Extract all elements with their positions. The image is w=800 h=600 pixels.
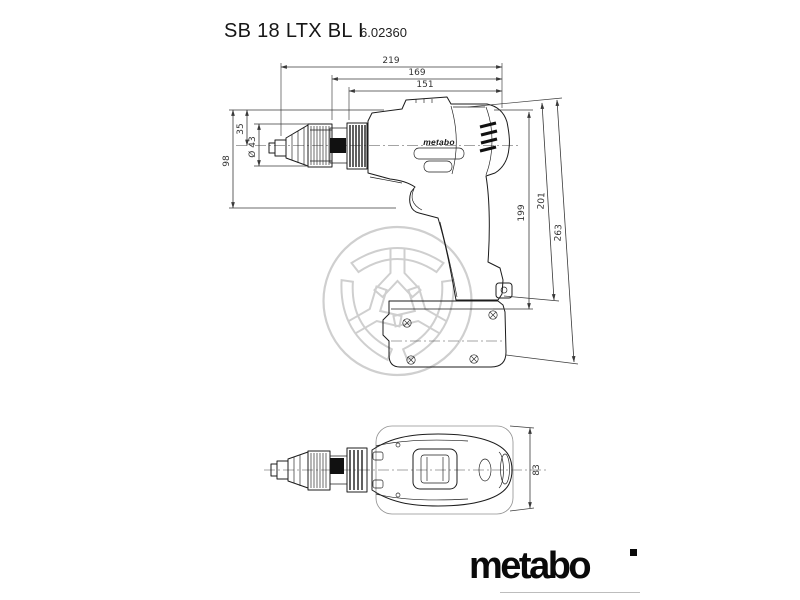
vent-slots — [479, 121, 498, 153]
dim-83: 83 — [528, 427, 542, 509]
top-view — [264, 425, 548, 515]
dim-label-201: 201 — [536, 192, 547, 210]
metabo-logo-text: metabo — [469, 545, 592, 587]
dim-219: 219 — [280, 56, 503, 69]
watermark-claw-top — [350, 247, 445, 299]
battery-screws — [402, 310, 498, 365]
drill-body: metabo — [367, 96, 513, 301]
dim-label-219: 219 — [382, 56, 399, 66]
belt-hook — [495, 282, 513, 299]
dim-199: 199 — [517, 111, 531, 310]
page-title: SB 18 LTX BL I — [224, 20, 364, 42]
battery-footprint — [375, 425, 514, 515]
dim-label-diameter-43: Ø 43 — [247, 136, 258, 157]
top-view-body — [371, 433, 513, 507]
top-view-chuck — [270, 447, 368, 493]
torque-collar — [346, 122, 368, 170]
battery-pack — [382, 300, 507, 368]
dim-169: 169 — [331, 68, 503, 81]
battery-release — [412, 448, 458, 490]
dim-label-169: 169 — [408, 68, 425, 78]
dim-35: 35 — [236, 109, 249, 146]
dim-label-98: 98 — [222, 155, 232, 167]
trigger-contour — [411, 188, 423, 211]
metabo-logo-square-mark — [630, 549, 637, 556]
dim-151: 151 — [348, 80, 503, 93]
metabo-logo: metabo — [469, 545, 637, 587]
dimension-annotations: 219 169 151 98 35 — [222, 56, 579, 512]
dim-201: 201 — [536, 102, 556, 301]
dim-label-35: 35 — [236, 123, 246, 134]
dim-label-199: 199 — [517, 204, 527, 221]
side-view: metabo — [236, 96, 520, 368]
bit-holder — [330, 138, 346, 153]
body-brand-label: metabo — [423, 137, 454, 147]
logo-underline — [500, 592, 640, 593]
article-number: 6.02360 — [360, 25, 407, 40]
chuck — [268, 123, 348, 168]
dim-263: 263 — [553, 99, 576, 363]
dim-label-263: 263 — [553, 224, 564, 242]
model-plate — [413, 147, 465, 160]
dim-98: 98 — [222, 109, 235, 209]
direction-switch — [423, 160, 453, 173]
watermark-claw-right — [340, 279, 403, 362]
dim-label-151: 151 — [416, 80, 433, 90]
dim-43: Ø 43 — [247, 123, 261, 167]
dim-label-83: 83 — [532, 464, 542, 475]
